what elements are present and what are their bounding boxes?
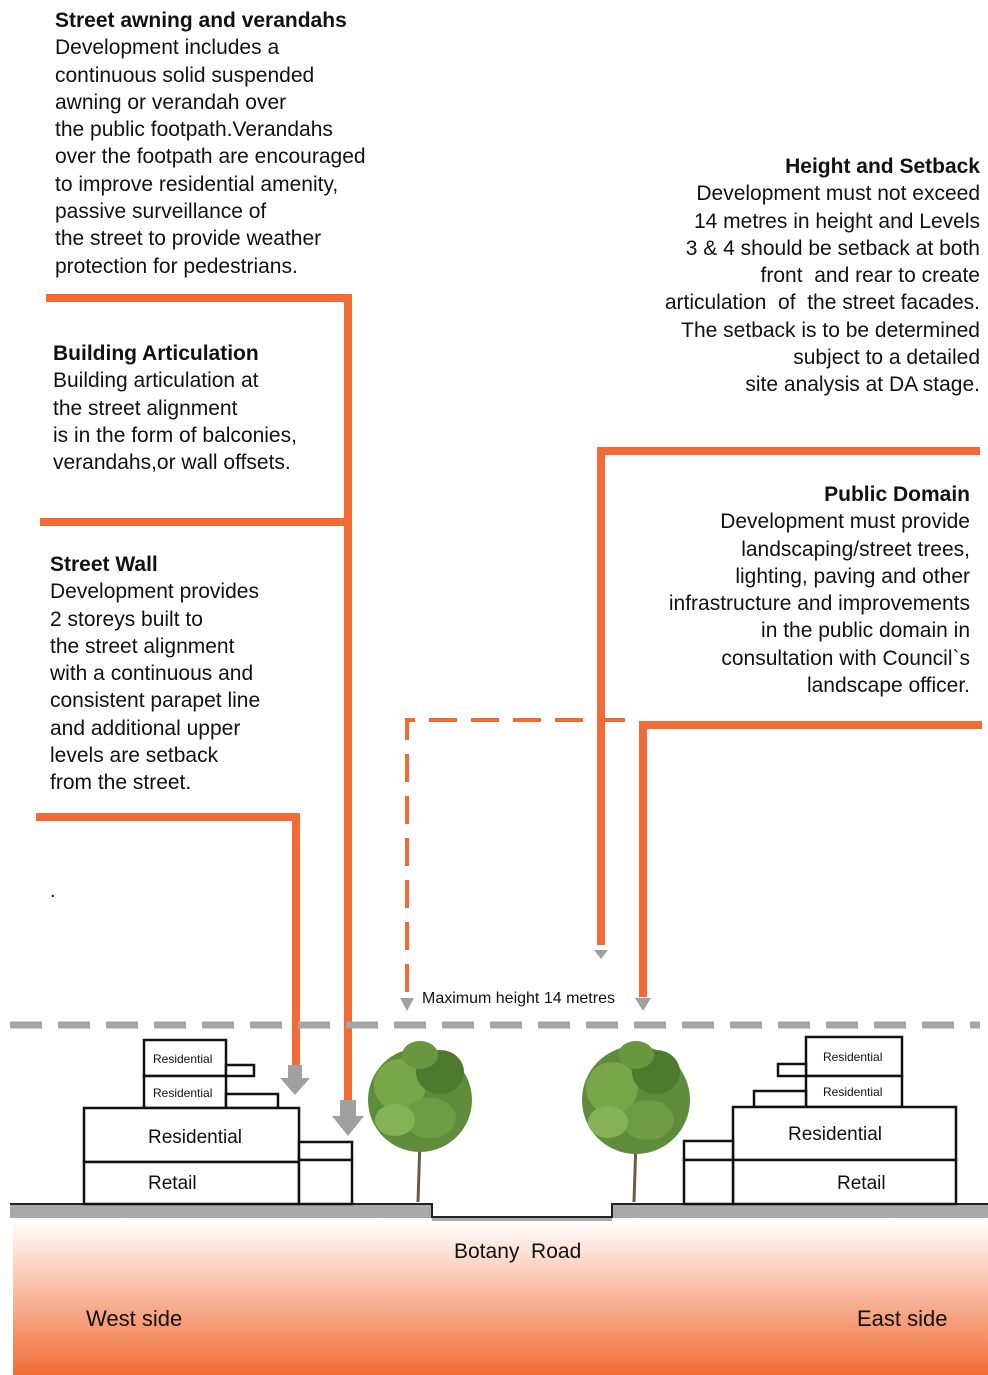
west-main-label: Residential <box>148 1127 242 1148</box>
awning-note: Street awning and verandahs Development … <box>55 7 366 280</box>
max-height-label: Maximum height 14 metres <box>422 990 615 1007</box>
note-line: landscape officer. <box>806 674 970 698</box>
note-line: 14 metres in height and Levels <box>693 209 980 233</box>
note-line: lighting, paving and other <box>735 564 970 588</box>
note-line: to improve residential amenity, <box>55 172 339 196</box>
note-line: levels are setback <box>50 744 219 768</box>
street-wall-note: Street Wall Development provides 2 storey… <box>50 551 260 797</box>
articulation-title: Building Articulation <box>53 342 259 365</box>
note-line: front and rear to create <box>760 264 980 288</box>
height-body: Development must not exceed 14 metres in … <box>560 180 980 398</box>
note-line: passive surveillance of <box>55 200 267 224</box>
public-domain-title: Public Domain <box>824 483 970 506</box>
east-main-label: Residential <box>788 1124 882 1145</box>
tree-west <box>368 1041 472 1203</box>
leader-public-domain <box>639 721 982 997</box>
height-note: Height and Setback Development must not … <box>560 153 980 399</box>
note-line: the street alignment <box>50 634 235 658</box>
east-building <box>682 1035 958 1206</box>
note-line: Development includes a <box>55 36 280 60</box>
arrow-street-wall <box>280 1065 310 1095</box>
west-upper1-label: Residential <box>153 1052 213 1066</box>
arrow-awning <box>332 1100 364 1136</box>
height-title: Height and Setback <box>785 155 980 178</box>
articulation-body: Building articulation at the street align… <box>53 367 297 476</box>
note-line: 2 storeys built to <box>50 607 203 631</box>
arrow-tip-public <box>635 998 651 1011</box>
arrow-tip-max-height <box>400 998 414 1011</box>
ground-gradient-band <box>13 1220 988 1375</box>
west-building <box>82 1038 354 1206</box>
note-line: Development must not exceed <box>696 182 980 206</box>
street-wall-title: Street Wall <box>50 553 158 576</box>
note-line: infrastructure and improvements <box>668 592 970 616</box>
public-domain-note: Public Domain Development must provide la… <box>550 481 970 699</box>
note-line: Development provides <box>50 580 259 604</box>
leader-lines <box>36 294 982 1100</box>
note-line: verandahs,or wall offsets. <box>53 451 291 475</box>
note-line: landscaping/street trees, <box>741 537 970 561</box>
note-line: the street to provide weather <box>55 227 322 251</box>
leader-street-wall <box>36 813 300 1065</box>
arrow-tip-height <box>594 950 608 959</box>
note-line: is in the form of balconies, <box>53 423 297 447</box>
awning-title: Street awning and verandahs <box>55 9 347 32</box>
street-wall-body: Development provides 2 storeys built to th… <box>50 578 260 796</box>
east-ground-label: Retail <box>837 1173 886 1194</box>
road-edge <box>10 1203 988 1218</box>
leader-awning <box>46 294 352 1100</box>
articulation-note: Building Articulation Building articulat… <box>53 340 297 476</box>
note-line: awning or verandah over <box>55 90 287 114</box>
note-line: over the footpath are encouraged <box>55 145 366 169</box>
note-line: articulation of the street facades. <box>664 291 980 315</box>
note-line: consultation with Council`s <box>721 646 970 670</box>
note-line: in the public domain in <box>761 619 970 643</box>
ground-profile <box>10 1204 988 1221</box>
note-line: with a continuous and <box>50 662 254 686</box>
note-line: consistent parapet line <box>50 689 261 713</box>
road-label: Botany Road <box>454 1240 582 1263</box>
note-line: Development must provide <box>720 510 970 534</box>
leader-height <box>597 447 980 945</box>
tree-east <box>582 1041 690 1203</box>
west-upper2-label: Residential <box>153 1086 213 1100</box>
leader-max-height <box>405 718 625 993</box>
note-line: Building articulation at <box>53 369 259 393</box>
note-line: the street alignment <box>53 396 238 420</box>
note-line: 3 & 4 should be setback at both <box>685 236 980 260</box>
stray-dot: . <box>50 880 56 902</box>
note-line: protection for pedestrians. <box>55 254 298 278</box>
west-ground-label: Retail <box>148 1173 197 1194</box>
note-line: site analysis at DA stage. <box>745 373 980 397</box>
east-upper1-label: Residential <box>823 1050 883 1064</box>
note-line: from the street. <box>50 771 192 795</box>
note-line: The setback is to be determined <box>681 318 980 342</box>
awning-body: Development includes a continuous solid s… <box>55 34 366 280</box>
note-line: and additional upper <box>50 716 241 740</box>
west-side-label: West side <box>86 1306 183 1331</box>
east-side-label: East side <box>857 1306 948 1331</box>
note-line: continuous solid suspended <box>55 63 315 87</box>
public-domain-body: Development must provide landscaping/stre… <box>550 508 970 699</box>
east-upper2-label: Residential <box>823 1085 883 1099</box>
note-line: the public footpath.Verandahs <box>55 118 333 142</box>
note-line: subject to a detailed <box>793 346 980 370</box>
